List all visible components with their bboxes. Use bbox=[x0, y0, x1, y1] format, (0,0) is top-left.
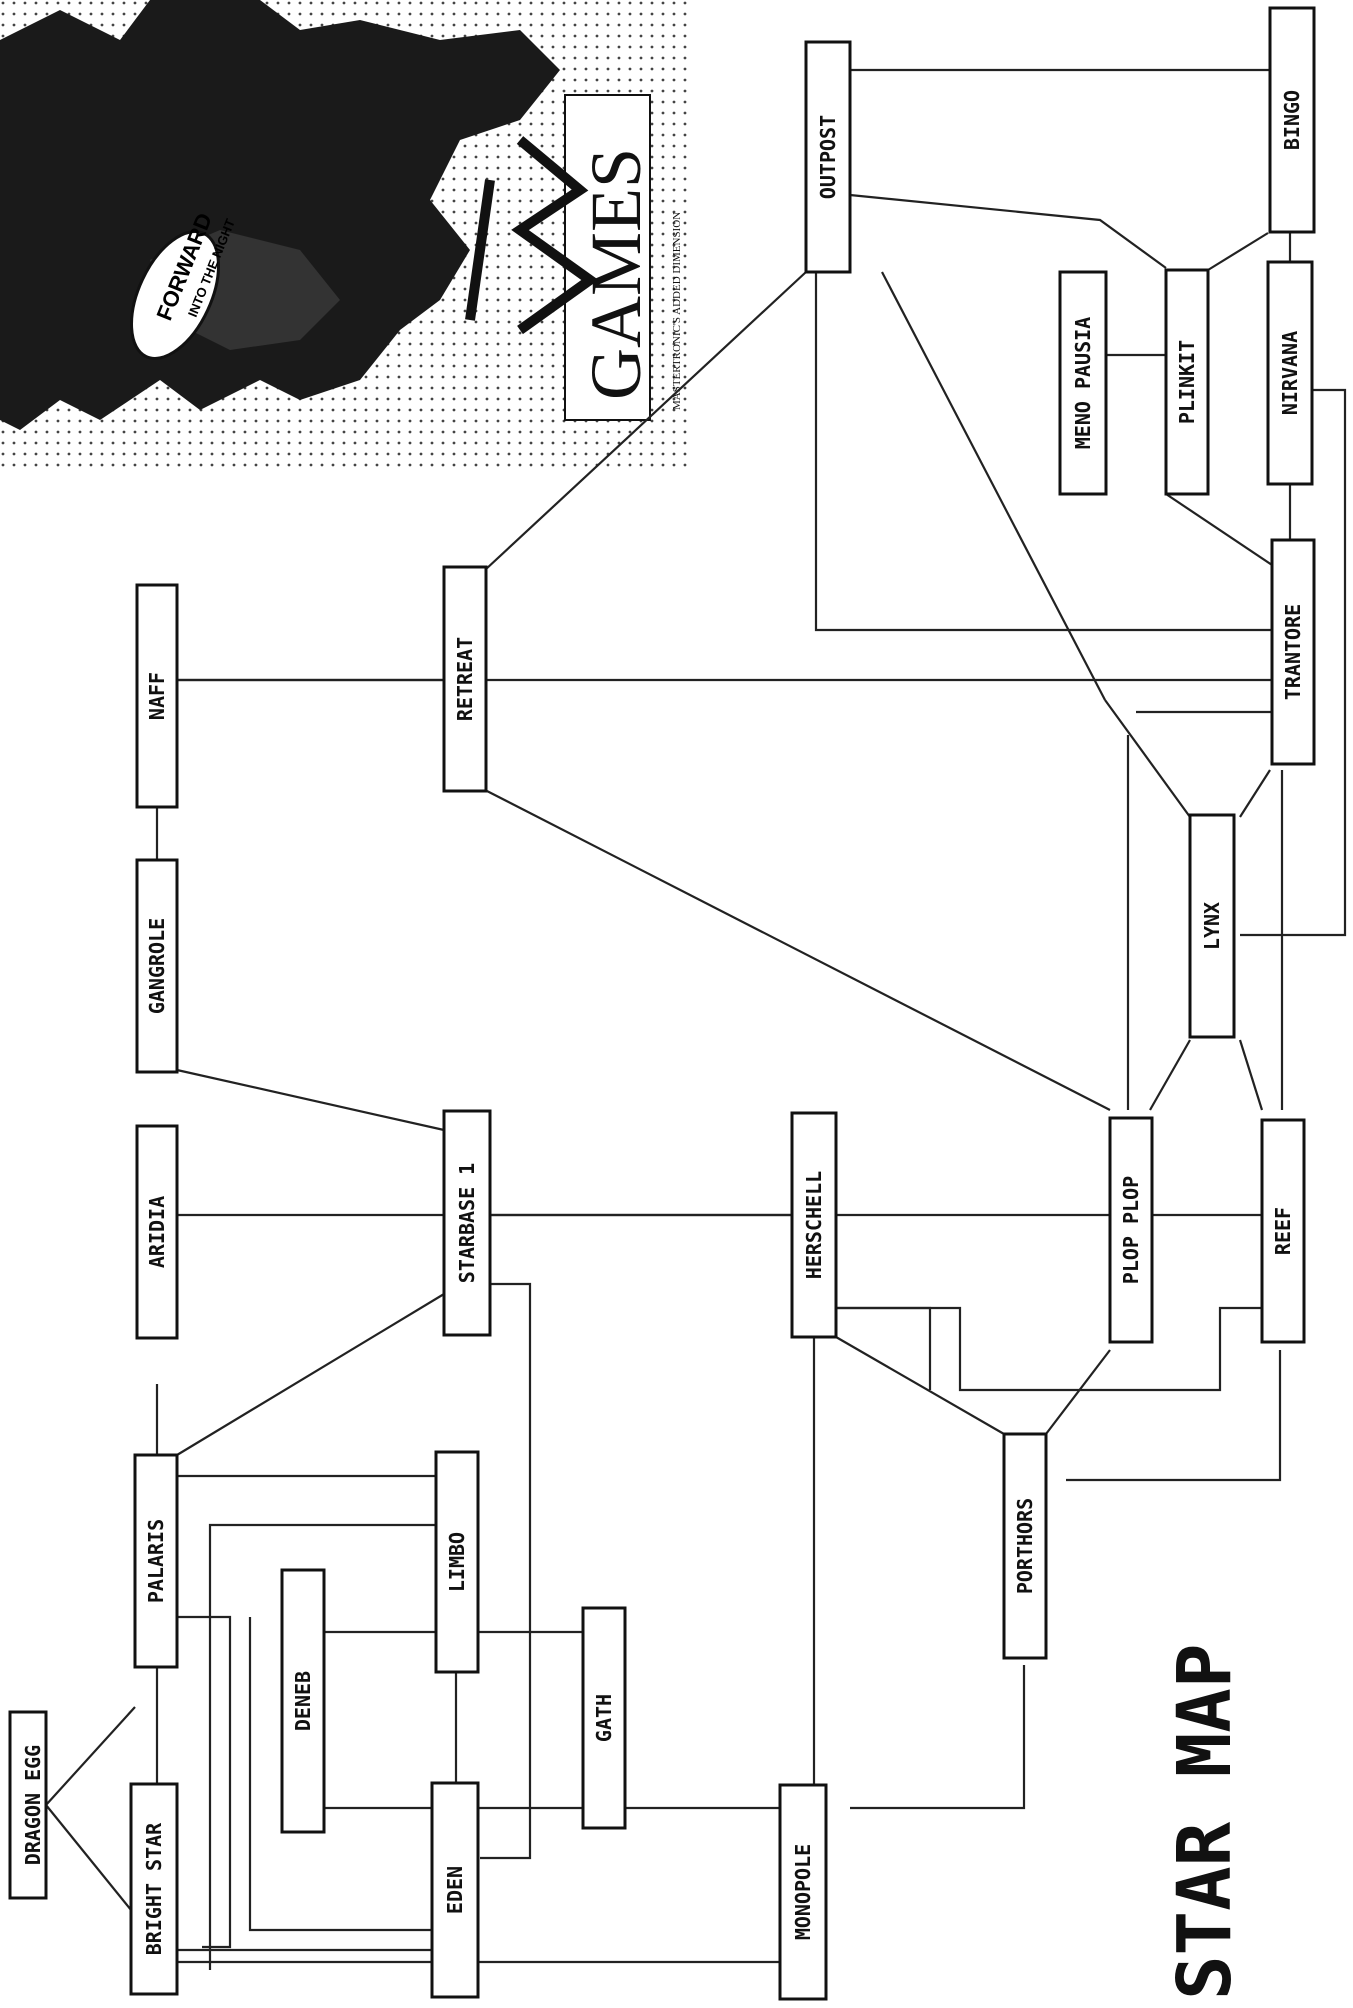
title-block: STAR MAP bbox=[1162, 1644, 1248, 2000]
svg-text:PORTHORS: PORTHORS bbox=[1013, 1498, 1037, 1594]
svg-text:PLOP PLOP: PLOP PLOP bbox=[1119, 1176, 1143, 1284]
diagram-title: STAR MAP bbox=[1162, 1644, 1248, 2000]
svg-text:PLINKIT: PLINKIT bbox=[1175, 340, 1199, 424]
svg-text:LIMBO: LIMBO bbox=[445, 1532, 469, 1592]
svg-text:NIRVANA: NIRVANA bbox=[1278, 331, 1302, 415]
svg-text:RETREAT: RETREAT bbox=[453, 637, 477, 721]
svg-text:HERSCHELL: HERSCHELL bbox=[802, 1171, 826, 1279]
node-gath: GATH bbox=[583, 1608, 625, 1828]
svg-text:STARBASE 1: STARBASE 1 bbox=[455, 1163, 479, 1283]
advert-tagline: MASTERTRONIC'S ADDED DIMENSION bbox=[671, 212, 683, 410]
svg-text:REEF: REEF bbox=[1271, 1207, 1295, 1255]
node-lynx: LYNX bbox=[1190, 815, 1234, 1037]
node-plinkit: PLINKIT bbox=[1166, 270, 1208, 494]
node-meno-pausia: MENO PAUSIA bbox=[1060, 272, 1106, 494]
svg-text:TRANTORE: TRANTORE bbox=[1281, 604, 1305, 700]
node-herschell: HERSCHELL bbox=[792, 1113, 836, 1337]
node-eden: EDEN bbox=[432, 1783, 478, 1997]
svg-text:MENO PAUSIA: MENO PAUSIA bbox=[1071, 317, 1095, 449]
node-gangrole: GANGROLE bbox=[137, 860, 177, 1072]
node-porthors: PORTHORS bbox=[1004, 1434, 1046, 1658]
svg-text:DRAGON EGG: DRAGON EGG bbox=[21, 1745, 45, 1865]
svg-text:EDEN: EDEN bbox=[443, 1866, 467, 1914]
svg-text:NAFF: NAFF bbox=[145, 672, 169, 720]
node-monopole: MONOPOLE bbox=[780, 1785, 826, 1999]
svg-text:MONOPOLE: MONOPOLE bbox=[791, 1844, 815, 1940]
svg-text:ARIDIA: ARIDIA bbox=[145, 1196, 169, 1268]
node-dragon-egg: DRAGON EGG bbox=[10, 1712, 46, 1898]
svg-text:LYNX: LYNX bbox=[1200, 902, 1224, 950]
node-reef: REEF bbox=[1262, 1120, 1304, 1342]
node-bingo: BINGO bbox=[1270, 8, 1314, 232]
node-limbo: LIMBO bbox=[436, 1452, 478, 1672]
advert-artwork: FORWARD INTO THE NIGHT GAMES MASTERTRONI… bbox=[0, 0, 690, 470]
svg-text:BINGO: BINGO bbox=[1280, 90, 1304, 150]
node-outpost: OUTPOST bbox=[806, 42, 850, 272]
node-naff: NAFF bbox=[137, 585, 177, 807]
node-trantore: TRANTORE bbox=[1272, 540, 1314, 764]
svg-text:OUTPOST: OUTPOST bbox=[816, 115, 840, 199]
node-bright-star: BRIGHT STAR bbox=[131, 1784, 177, 1994]
node-plop-plop: PLOP PLOP bbox=[1110, 1118, 1152, 1342]
node-retreat: RETREAT bbox=[444, 567, 486, 791]
svg-text:PALARIS: PALARIS bbox=[144, 1519, 168, 1603]
node-aridia: ARIDIA bbox=[137, 1126, 177, 1338]
node-palaris: PALARIS bbox=[135, 1455, 177, 1667]
node-starbase-1: STARBASE 1 bbox=[444, 1111, 490, 1335]
svg-text:DENEB: DENEB bbox=[291, 1671, 315, 1731]
svg-text:BRIGHT STAR: BRIGHT STAR bbox=[142, 1822, 166, 1955]
svg-text:GANGROLE: GANGROLE bbox=[145, 918, 169, 1014]
node-deneb: DENEB bbox=[282, 1570, 324, 1832]
node-nirvana: NIRVANA bbox=[1268, 262, 1312, 484]
svg-text:GATH: GATH bbox=[592, 1694, 616, 1742]
